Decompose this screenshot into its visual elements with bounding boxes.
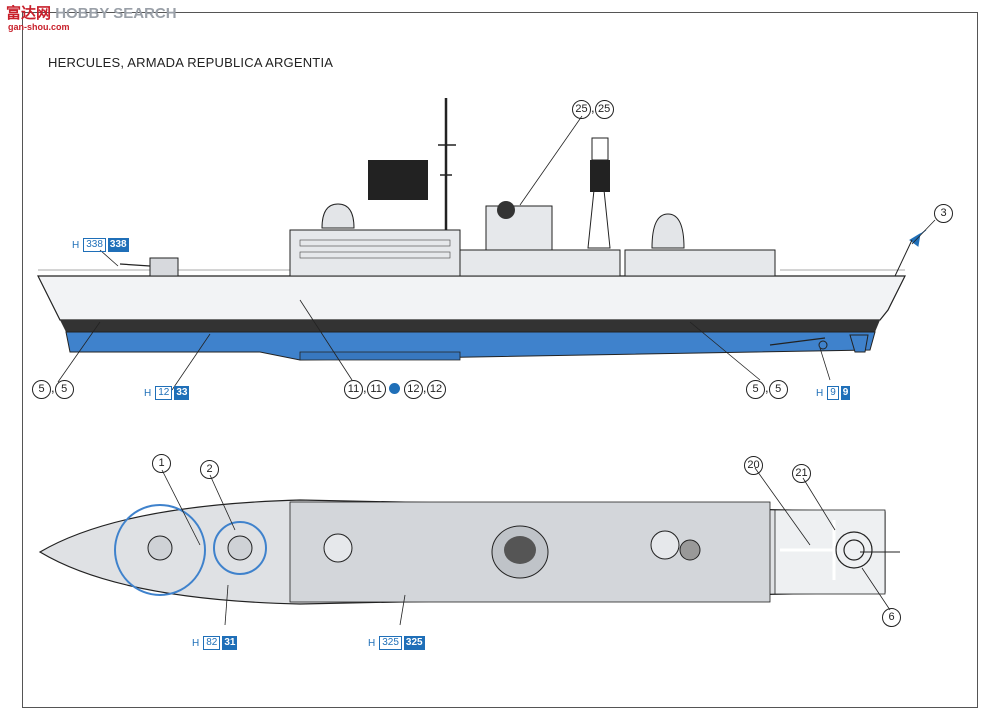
- superstructure-fwd: [289, 229, 461, 277]
- hull-boot-stripe: [60, 320, 880, 332]
- callout-25-25: 25,25: [572, 100, 614, 119]
- hull-underwater: [65, 331, 876, 361]
- callout-6: 6: [882, 608, 901, 627]
- forward-gun: [149, 257, 179, 277]
- funnel-block: [485, 205, 553, 257]
- watermark-brand: HOBBY SEARCH: [55, 5, 177, 22]
- watermark-cn: 富达网: [6, 5, 52, 22]
- watermark-site: gan-shou.com: [8, 22, 70, 32]
- watermark-logo: 富达网 HOBBY SEARCH: [6, 2, 177, 23]
- radome-aft: [651, 213, 685, 249]
- callout-5-5-left: 5,5: [32, 380, 74, 399]
- superstructure-aft: [624, 249, 776, 277]
- gun-arc-1: [114, 504, 206, 596]
- gun-arc-2: [213, 521, 267, 575]
- diagram-title: HERCULES, ARMADA REPUBLICA ARGENTIA: [48, 55, 334, 70]
- paint-code-9: H 9 9: [816, 386, 851, 400]
- radome-fwd: [321, 203, 355, 229]
- decal-icon: [389, 383, 401, 395]
- callout-5-5-right: 5,5: [746, 380, 788, 399]
- aft-mast: [587, 189, 611, 249]
- paint-code-82-31: H 82 31: [192, 636, 238, 650]
- paint-code-338: H 338 338: [72, 238, 129, 252]
- callout-2: 2: [200, 460, 219, 479]
- hull-side-upper: [37, 275, 906, 321]
- diagram-frame: [22, 12, 978, 708]
- callout-20: 20: [744, 456, 763, 475]
- callout-11-11-12-12: 11,11 12,12: [344, 380, 446, 399]
- callout-1: 1: [152, 454, 171, 473]
- paint-code-325: H 325 325: [368, 636, 425, 650]
- radar-array: [368, 160, 428, 200]
- callout-21: 21: [792, 464, 811, 483]
- callout-3: 3: [934, 204, 953, 223]
- paint-code-12-33: H 12 33: [144, 386, 190, 400]
